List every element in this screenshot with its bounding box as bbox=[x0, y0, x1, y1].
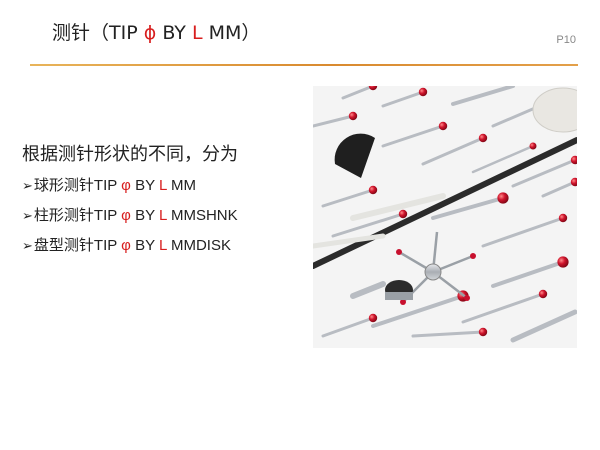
bullet-name: 柱形测针TIP bbox=[33, 207, 117, 224]
stylus-shaft bbox=[541, 180, 577, 198]
stylus-shaft bbox=[381, 90, 425, 108]
intro-text: 根据测针形状的不同，分为 bbox=[22, 144, 238, 165]
stylus-shaft bbox=[313, 233, 386, 249]
slide-title: 测针（TIP ϕ BY L MM） bbox=[52, 18, 260, 45]
stylus-shaft bbox=[313, 114, 355, 128]
ruby-ball-icon bbox=[570, 177, 577, 187]
title-prefix: 测针（TIP bbox=[52, 22, 138, 44]
bullet-unit: MM bbox=[170, 177, 196, 194]
stylus-shaft bbox=[510, 309, 577, 343]
ruby-ball-icon bbox=[368, 185, 378, 195]
bullet-unit: MMSHNK bbox=[170, 207, 238, 224]
stylus-shaft bbox=[350, 193, 446, 221]
stylus-shaft bbox=[491, 260, 565, 288]
stylus-shaft bbox=[313, 137, 577, 269]
bullet-l: L bbox=[158, 177, 167, 194]
stylus-shaft bbox=[511, 158, 577, 188]
bullet-l: L bbox=[158, 207, 167, 224]
ruby-ball-icon bbox=[529, 142, 537, 150]
ruby-ball-icon bbox=[558, 213, 568, 223]
stylus-type-list: ➢球形测针TIP φ BY L MM ➢柱形测针TIP φ BY L MMSHN… bbox=[22, 176, 238, 266]
stylus-photo-svg bbox=[313, 86, 577, 348]
arrow-bullet-icon: ➢ bbox=[22, 178, 33, 193]
title-suffix: MM） bbox=[208, 22, 261, 44]
stylus-collection-photo bbox=[313, 86, 577, 348]
title-l: L bbox=[191, 22, 203, 44]
stylus-shaft bbox=[481, 216, 565, 248]
bullet-by: BY bbox=[135, 237, 155, 254]
title-phi: ϕ bbox=[143, 22, 157, 44]
ruby-ball-icon bbox=[538, 289, 548, 299]
star-stylus-icon bbox=[396, 231, 476, 305]
stylus-shaft bbox=[321, 188, 375, 208]
stylus-shaft bbox=[321, 316, 375, 338]
list-item: ➢盘型测针TIP φ BY L MMDISK bbox=[22, 236, 238, 266]
arrow-bullet-icon: ➢ bbox=[22, 208, 33, 223]
bullet-phi: φ bbox=[121, 237, 131, 254]
stylus-shaft bbox=[331, 212, 405, 238]
title-by: BY bbox=[162, 22, 186, 44]
disk-stylus-icon bbox=[385, 280, 413, 300]
bullet-l: L bbox=[158, 237, 167, 254]
bullet-unit: MMDISK bbox=[170, 237, 231, 254]
ruby-ball-icon bbox=[438, 121, 448, 131]
ruby-ball-icon bbox=[557, 256, 569, 268]
ruby-ball-icon bbox=[368, 313, 378, 323]
stylus-shaft bbox=[461, 292, 545, 324]
ruby-ball-icon bbox=[478, 133, 488, 143]
stylus-shaft bbox=[431, 196, 505, 220]
bullet-name: 盘型测针TIP bbox=[33, 237, 117, 254]
ruby-ball-icon bbox=[418, 87, 428, 97]
stylus-shaft bbox=[421, 136, 485, 166]
stylus-shaft bbox=[451, 86, 515, 106]
stylus-shaft bbox=[411, 330, 485, 338]
list-item: ➢球形测针TIP φ BY L MM bbox=[22, 176, 238, 206]
bullet-by: BY bbox=[135, 177, 155, 194]
stylus-shaft bbox=[371, 294, 465, 328]
arrow-bullet-icon: ➢ bbox=[22, 238, 33, 253]
ruby-ball-icon bbox=[348, 111, 358, 121]
bullet-phi: φ bbox=[121, 207, 131, 224]
bullet-phi: φ bbox=[121, 177, 131, 194]
stylus-shaft bbox=[341, 86, 375, 100]
stylus-shaft bbox=[471, 144, 535, 174]
black-hemisphere-icon bbox=[334, 133, 375, 178]
stylus-shaft bbox=[350, 281, 386, 299]
ceramic-ball-icon bbox=[532, 87, 577, 133]
bullet-name: 球形测针TIP bbox=[33, 177, 117, 194]
list-item: ➢柱形测针TIP φ BY L MMSHNK bbox=[22, 206, 238, 236]
page-number: P10 bbox=[556, 34, 576, 46]
bullet-by: BY bbox=[135, 207, 155, 224]
stylus-shaft bbox=[381, 124, 445, 148]
ruby-ball-icon bbox=[368, 86, 378, 91]
ruby-ball-icon bbox=[478, 327, 488, 337]
ruby-ball-icon bbox=[570, 155, 577, 165]
title-divider bbox=[30, 64, 578, 66]
ruby-ball-icon bbox=[398, 209, 408, 219]
ruby-ball-icon bbox=[497, 192, 509, 204]
